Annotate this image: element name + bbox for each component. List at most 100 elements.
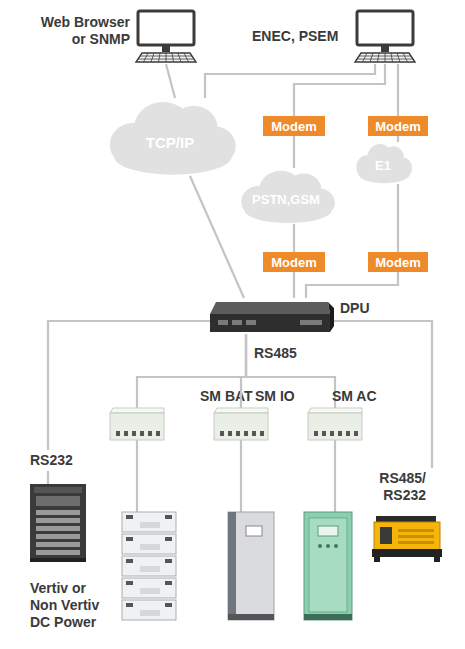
controller-device: DPU bbox=[210, 298, 370, 334]
computer-node-shape bbox=[403, 53, 408, 62]
connector-line bbox=[137, 334, 246, 386]
controller-device-shape bbox=[300, 320, 322, 325]
cabinet-illustration bbox=[246, 526, 262, 536]
battery-illustration bbox=[122, 534, 176, 554]
computer-node: ENEC, PSEM bbox=[245, 8, 420, 64]
battery-illustration bbox=[126, 603, 133, 607]
module-device-shape bbox=[156, 431, 160, 436]
generator-illustration bbox=[374, 522, 440, 550]
node-label: SM IO bbox=[255, 388, 295, 405]
battery-illustration bbox=[140, 588, 160, 594]
computer-node-shape bbox=[381, 45, 389, 52]
computer-node-shape bbox=[172, 53, 174, 62]
module-device-shape bbox=[346, 431, 350, 436]
interface-label: RS232 bbox=[30, 450, 73, 471]
computer-node-shape bbox=[166, 53, 167, 62]
battery-illustration bbox=[140, 522, 160, 528]
module-device-shape bbox=[148, 431, 152, 436]
wire-line bbox=[330, 321, 432, 468]
computer-node-shape bbox=[184, 53, 189, 62]
controller-device-shape bbox=[232, 320, 242, 325]
wire-line bbox=[136, 440, 138, 512]
battery-illustration bbox=[126, 559, 133, 563]
computer-node-shape bbox=[378, 53, 380, 62]
module-device-shape bbox=[244, 431, 248, 436]
interface-label: RS485 bbox=[254, 345, 297, 362]
connector-line bbox=[397, 136, 399, 142]
node-label: Vertiv or Non Vertiv DC Power bbox=[30, 580, 114, 631]
connector-line bbox=[190, 176, 244, 298]
connector-line bbox=[397, 184, 399, 252]
connector-line bbox=[205, 64, 375, 98]
generator-illustration bbox=[434, 556, 440, 562]
node-label: Modem bbox=[368, 252, 428, 272]
wire-line bbox=[137, 321, 432, 512]
power-rack-node-shape bbox=[36, 526, 80, 531]
connector-line bbox=[306, 272, 398, 298]
battery-illustration bbox=[165, 603, 172, 607]
power-rack-node-shape bbox=[36, 510, 80, 515]
module-device-shape bbox=[314, 431, 318, 436]
module-device-shape bbox=[136, 386, 138, 408]
node-label: Modem bbox=[263, 252, 325, 272]
network-cloud: E1 bbox=[352, 142, 414, 184]
computer-node-shape bbox=[357, 11, 413, 45]
computer-node-shape bbox=[391, 53, 393, 62]
computer-node-shape bbox=[355, 53, 415, 62]
generator-illustration bbox=[398, 535, 434, 538]
modem-box: Modem bbox=[263, 116, 325, 136]
power-rack-node-shape bbox=[36, 542, 80, 547]
battery-illustration bbox=[140, 566, 160, 572]
module-device-shape bbox=[308, 408, 362, 413]
node-label: E1 bbox=[352, 142, 414, 184]
battery-illustration bbox=[126, 581, 133, 585]
connector-line bbox=[166, 64, 175, 98]
module-device-shape bbox=[354, 431, 358, 436]
module-device-shape bbox=[124, 431, 128, 436]
power-rack-node-shape bbox=[30, 558, 86, 562]
battery-illustration bbox=[122, 600, 176, 620]
computer-node-shape bbox=[159, 53, 161, 62]
ac-cabinet-illustration bbox=[304, 512, 352, 620]
controller-device-shape bbox=[246, 320, 256, 325]
power-rack-node-shape bbox=[36, 496, 80, 506]
module-device: SM IO bbox=[214, 386, 304, 442]
battery-illustration bbox=[122, 512, 176, 532]
battery-illustration bbox=[165, 537, 172, 541]
connector-line bbox=[293, 136, 295, 168]
generator-illustration bbox=[372, 516, 442, 562]
generator-illustration bbox=[398, 529, 434, 532]
module-device-shape bbox=[260, 431, 264, 436]
battery-illustration bbox=[122, 578, 176, 598]
wire-line bbox=[240, 440, 242, 512]
connector-line bbox=[397, 64, 399, 116]
ac-cabinet-illustration bbox=[326, 544, 330, 548]
computer-node-shape bbox=[385, 53, 386, 62]
connector-line bbox=[293, 224, 295, 252]
computer-node-shape bbox=[370, 53, 373, 62]
module-device-shape bbox=[308, 413, 362, 440]
module-device-shape bbox=[140, 431, 144, 436]
battery-illustration bbox=[126, 515, 133, 519]
battery-illustration bbox=[140, 544, 160, 550]
connector-line bbox=[294, 64, 385, 116]
node-label: DPU bbox=[340, 300, 370, 317]
module-device-shape bbox=[116, 431, 120, 436]
module-device-shape bbox=[240, 386, 242, 408]
computer-node-shape bbox=[397, 53, 400, 62]
computer-node: Web Browser or SNMP bbox=[28, 8, 200, 64]
computer-node-shape bbox=[136, 53, 196, 62]
controller-device-shape bbox=[218, 320, 228, 325]
node-label: Modem bbox=[368, 116, 428, 136]
power-rack-node-shape bbox=[36, 518, 80, 523]
computer-node-shape bbox=[151, 53, 154, 62]
ac-cabinet-illustration bbox=[334, 544, 338, 548]
battery-illustration bbox=[140, 610, 160, 616]
modem-box: Modem bbox=[368, 252, 428, 272]
connector-line bbox=[246, 334, 335, 386]
cabinet-illustration bbox=[228, 512, 274, 620]
ac-cabinet-illustration bbox=[304, 512, 352, 620]
battery-illustration bbox=[126, 537, 133, 541]
ac-cabinet-illustration bbox=[318, 544, 322, 548]
network-cloud: PSTN,GSM bbox=[234, 168, 338, 224]
